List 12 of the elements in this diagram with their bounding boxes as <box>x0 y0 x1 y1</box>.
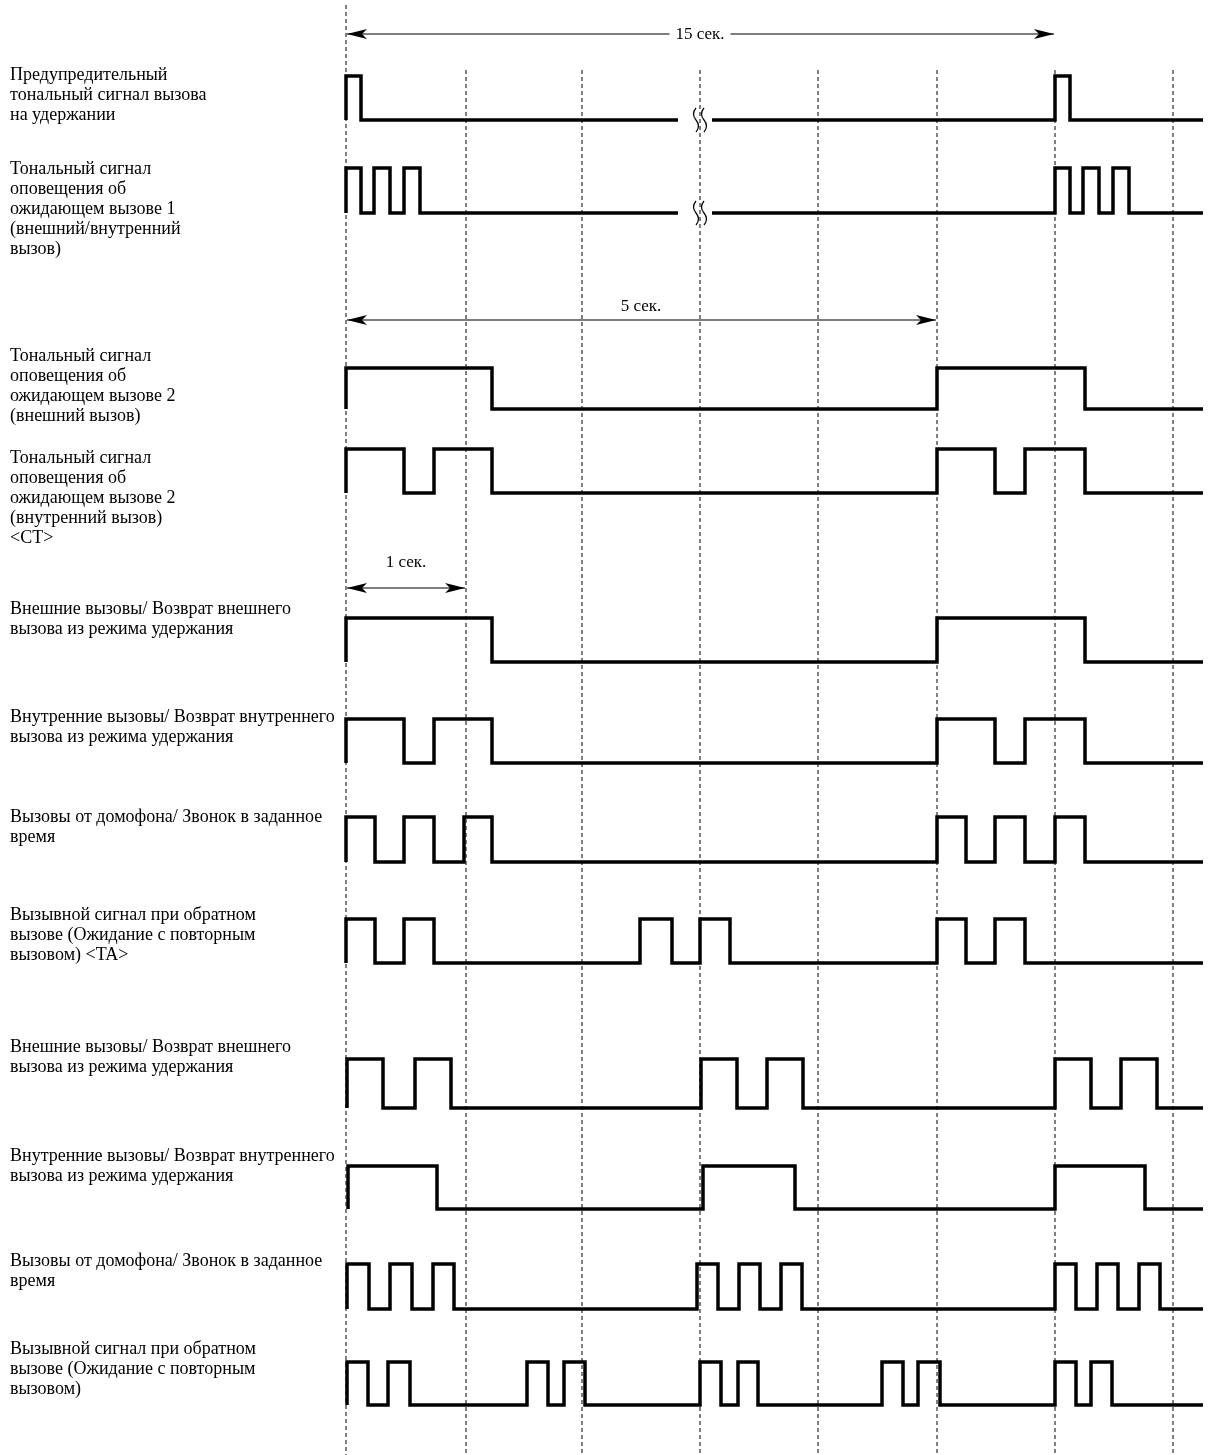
signal-name: Предупредительный тональный сигнал вызова на удержании <box>10 64 208 124</box>
signal-name: Тональный сигнал оповещения об ожидающем вызове 1 (внешний/внутренний вызов) <box>10 158 182 258</box>
signal-name: Тональный сигнал оповещения об ожидающем вызове 2 (внутренний вызов) <CT> <box>10 447 177 547</box>
signal-name: Внешние вызовы/ Возврат внешнего вызова из режима удержания <box>10 598 292 638</box>
signal-name: Внешние вызовы/ Возврат внешнего вызова из режима удержания <box>10 1036 292 1076</box>
signal-name: Вызовы от домофона/ Звонок в заданное время <box>10 806 324 846</box>
signal-name: Вызовы от домофона/ Звонок в заданное время <box>10 1250 324 1290</box>
signal-name: Тональный сигнал оповещения об ожидающем вызове 2 (внешний вызов) <box>10 345 177 425</box>
signal-name: Внутренние вызовы/ Возврат внутреннего вызова из режима удержания <box>10 1145 336 1185</box>
signal-name: Вызывной сигнал при обратном вызове (Ожидание с повторным вызовом) <box>10 1338 257 1398</box>
signal-name: Внутренние вызовы/ Возврат внутреннего вызова из режима удержания <box>10 706 336 746</box>
signal-name: Вызывной сигнал при обратном вызове (Ожидание с повторным вызовом) <TA> <box>10 904 257 964</box>
